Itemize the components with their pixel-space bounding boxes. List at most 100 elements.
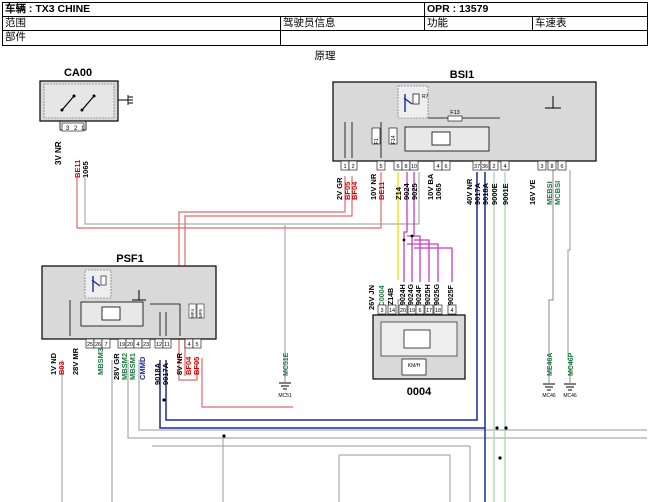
header-row-scope: 范围 驾驶员信息 功能 车速表: [3, 17, 647, 31]
svg-text:18: 18: [435, 308, 441, 314]
ground-wire-mc46p: MC46P: [568, 352, 575, 376]
svg-text:10: 10: [411, 164, 417, 170]
c0004-pin-numbers: 3 14 20 19 6 17 18 4: [380, 308, 453, 314]
svg-text:1065: 1065: [434, 183, 443, 200]
svg-text:8: 8: [404, 164, 407, 170]
ground-mc51[interactable]: MC51E MC51: [278, 352, 292, 399]
function-label: 功能: [427, 17, 448, 29]
svg-text:5: 5: [195, 342, 198, 348]
header-table: 车辆 : TX3 CHINE OPR : 13579 范围 驾驶员信息 功能 车…: [2, 2, 648, 46]
svg-text:12: 12: [156, 342, 162, 348]
bsi1-fuse-r7: R7: [422, 94, 429, 100]
ground-icon: [279, 382, 291, 390]
ca00-wire-1065: 1065: [81, 161, 90, 178]
svg-text:9024: 9024: [402, 182, 411, 200]
svg-text:11: 11: [164, 342, 170, 348]
svg-text:9025H: 9025H: [425, 284, 432, 305]
psf1-chip-icon: [101, 306, 121, 321]
svg-text:4: 4: [450, 308, 453, 314]
svg-text:28V GR: 28V GR: [112, 353, 121, 380]
ca00-pin-2: 2: [74, 126, 78, 132]
svg-text:8V NR: 8V NR: [175, 352, 184, 375]
svg-text:9018A: 9018A: [481, 182, 490, 205]
svg-text:4: 4: [136, 342, 139, 348]
ground-wire-mc51e: MC51E: [283, 352, 290, 376]
component-ca00[interactable]: CA00 3 2 1 3V NR BE11 1065: [39, 67, 133, 178]
psf1-pin-strip: [85, 338, 202, 349]
bsi1-pin-strip: [340, 160, 567, 171]
svg-text:19: 19: [409, 308, 415, 314]
opr-value: 13579: [459, 3, 489, 15]
diagram-subtitle: 原理: [314, 50, 336, 62]
svg-text:MBSM3: MBSM3: [96, 348, 105, 375]
svg-text:2: 2: [492, 164, 495, 170]
svg-text:36: 36: [482, 164, 488, 170]
svg-text:9024G: 9024G: [408, 283, 415, 305]
bsi1-title: BSI1: [450, 69, 474, 81]
ground-wires: [284, 170, 571, 383]
svg-text:40V NR: 40V NR: [465, 178, 474, 205]
svg-text:4: 4: [187, 342, 190, 348]
svg-text:9024H: 9024H: [400, 284, 407, 305]
relay-icon: [403, 94, 413, 112]
c0004-chip-icon: [403, 329, 431, 349]
bsi1-fuse-f14: F14: [391, 135, 397, 144]
header-row-vehicle: 车辆 : TX3 CHINE OPR : 13579: [3, 3, 647, 17]
svg-text:B03: B03: [57, 361, 66, 375]
bsi1-fuse-f1: F1: [374, 138, 380, 144]
svg-text:9000E: 9000E: [490, 183, 499, 205]
c0004-title: 0004: [407, 386, 432, 398]
switch-icon: [61, 95, 95, 111]
svg-text:9024F: 9024F: [416, 284, 423, 305]
speedometer-unit: KM/H: [408, 363, 421, 369]
header-row-part: 部件: [3, 31, 647, 45]
junction-dots: [162, 234, 508, 460]
part-label: 部件: [5, 31, 26, 43]
ca00-title: CA00: [64, 67, 92, 79]
ground-mc46-b[interactable]: MC46P MC46: [563, 352, 577, 399]
svg-text:17: 17: [426, 308, 432, 314]
psf1-relay-icon: [91, 276, 101, 292]
ca00-wire-be11: BE11: [73, 160, 82, 178]
svg-text:25: 25: [87, 342, 93, 348]
psf1-ground-icon: [132, 290, 146, 301]
svg-text:3: 3: [540, 164, 543, 170]
ground-point-mc46-b: MC46: [563, 393, 577, 399]
vehicle-label: 车辆 :: [5, 3, 33, 15]
svg-text:2V GR: 2V GR: [335, 177, 344, 200]
ground-icon: [564, 383, 576, 391]
scope-value: 驾驶员信息: [283, 17, 336, 29]
ground-mc46-a[interactable]: ME46A MC46: [542, 353, 556, 399]
svg-text:4: 4: [436, 164, 439, 170]
svg-text:9025G: 9025G: [434, 283, 441, 305]
svg-text:9017A: 9017A: [473, 182, 482, 205]
psf1-wire-labels: 1V ND B03 28V MR MBSM3 28V GR MBSM2 MBSM…: [49, 347, 201, 385]
scope-label: 范围: [5, 17, 26, 29]
svg-text:2: 2: [351, 164, 354, 170]
svg-text:23: 23: [143, 342, 149, 348]
svg-text:1: 1: [343, 164, 346, 170]
ca00-wire-label: 3V NR: [54, 141, 63, 165]
vehicle-cell: 车辆 : TX3 CHINE: [3, 3, 423, 16]
svg-text:MBSM2: MBSM2: [120, 353, 129, 380]
svg-text:BF05: BF05: [192, 357, 201, 375]
bsi1-pin-numbers: 1 2 5 6 8 10 4 6 37 36 2 4 3 8 6: [343, 164, 563, 170]
function-value: 车速表: [535, 17, 567, 29]
svg-text:9025: 9025: [410, 183, 419, 200]
svg-text:9001E: 9001E: [501, 183, 510, 205]
svg-text:9025F: 9025F: [448, 284, 455, 305]
svg-text:4: 4: [503, 164, 506, 170]
gray-wires: [61, 170, 647, 502]
component-psf1[interactable]: PSF1 MF4 MF5 25 26 7 19 20 4 23 12 11 4: [41, 253, 217, 385]
ca00-pin-3: 3: [66, 126, 70, 132]
bsi1-chip-icon: [431, 131, 451, 146]
ground-wire-me46a: ME46A: [547, 353, 554, 376]
svg-text:20: 20: [127, 342, 133, 348]
component-0004[interactable]: 26V JN MC0004 Z14B 9024H 9024G 9024F 902…: [367, 283, 466, 398]
svg-text:26: 26: [95, 342, 101, 348]
psf1-title: PSF1: [116, 253, 144, 265]
svg-text:37: 37: [474, 164, 480, 170]
bsi1-ground-icon: [545, 96, 561, 109]
component-bsi1[interactable]: BSI1 R7 F1 F14 F13 1 2 5 6 8: [332, 69, 597, 205]
